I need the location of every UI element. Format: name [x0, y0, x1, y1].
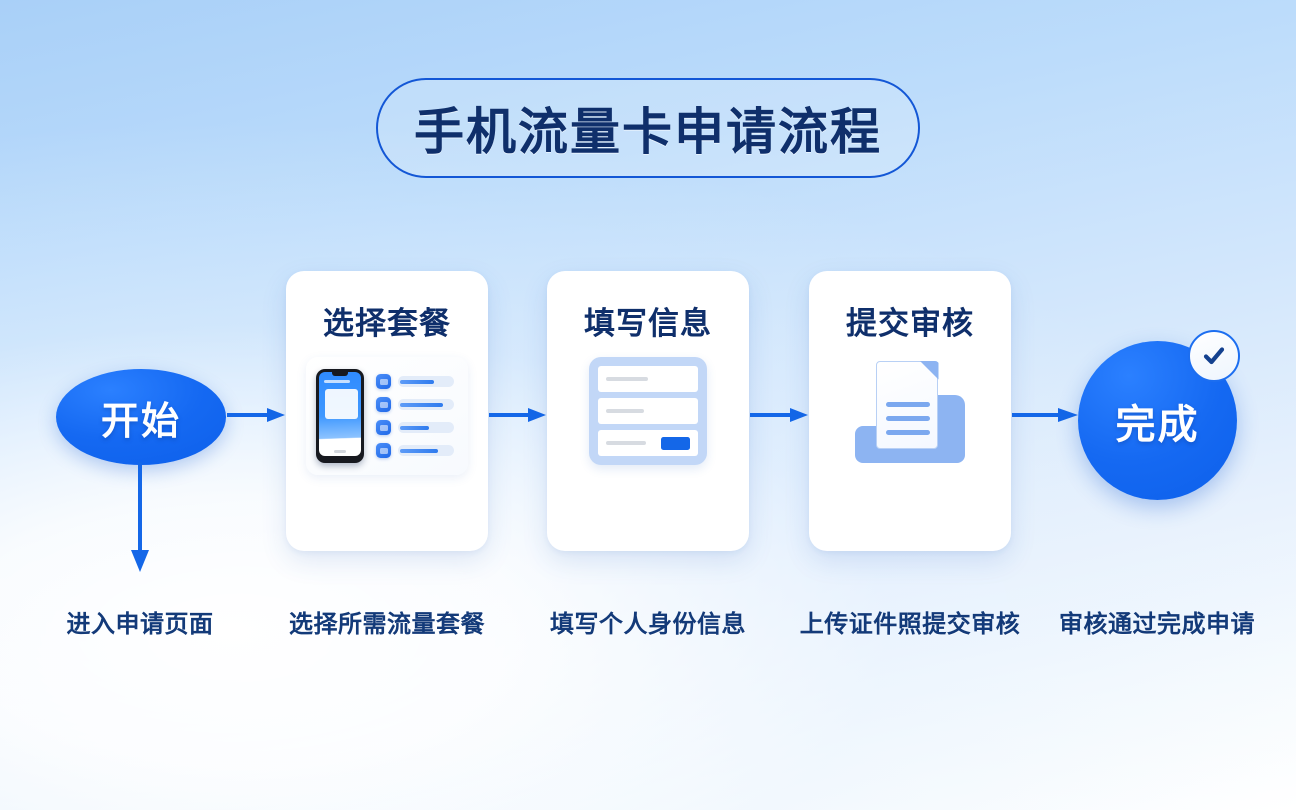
arrow-start-to-step1	[227, 408, 285, 422]
form-placeholder-bar	[606, 441, 646, 445]
document-text-line	[886, 402, 930, 407]
page-title-pill: 手机流量卡申请流程	[376, 78, 920, 178]
plan-option-icon	[376, 420, 391, 435]
arrow-step3-to-finish	[1012, 408, 1078, 422]
form-field-row	[598, 366, 698, 392]
check-circle-icon	[1188, 330, 1240, 382]
form-field-row	[598, 430, 698, 456]
page-title: 手机流量卡申请流程	[414, 104, 882, 160]
phone-content-card	[325, 389, 358, 419]
phone-home-indicator	[334, 450, 346, 453]
step-card-illustration	[589, 357, 707, 465]
plan-option-bar-fill	[400, 402, 443, 407]
caption-finish: 审核通过完成申请	[1059, 611, 1255, 638]
arrow-step2-to-step3	[750, 408, 808, 422]
plan-option-bar-track	[398, 445, 454, 456]
step-card-submit-review[interactable]: 提交审核	[809, 271, 1011, 551]
arrow-start-to-caption	[131, 462, 149, 572]
plan-option-bar-track	[398, 422, 454, 433]
phone-device-icon	[316, 369, 364, 463]
plan-option-bar-fill	[400, 448, 438, 453]
phone-plan-picker-icon	[306, 357, 468, 475]
form-fields-icon	[589, 357, 707, 465]
form-submit-button[interactable]	[661, 436, 690, 450]
document-text-line	[886, 430, 930, 435]
list-item[interactable]	[376, 397, 458, 412]
step-card-illustration	[849, 357, 971, 469]
list-item[interactable]	[376, 420, 458, 435]
finish-node-label: 完成	[1115, 402, 1200, 447]
phone-notch	[332, 372, 348, 376]
plan-option-bar-fill	[400, 379, 434, 384]
document-front-page	[876, 360, 939, 449]
form-field-row	[598, 398, 698, 424]
plan-option-bar-fill	[400, 425, 429, 430]
plan-option-bar-track	[398, 376, 454, 387]
form-placeholder-bar	[606, 377, 648, 381]
step-card-title: 填写信息	[584, 306, 712, 341]
plan-option-list	[376, 374, 458, 458]
phone-status-bar	[324, 380, 350, 383]
list-item[interactable]	[376, 443, 458, 458]
list-item[interactable]	[376, 374, 458, 389]
start-node[interactable]: 开始	[56, 369, 226, 465]
caption-step3: 上传证件照提交审核	[799, 611, 1021, 638]
step-card-illustration	[306, 357, 468, 475]
step-card-select-plan[interactable]: 选择套餐	[286, 271, 488, 551]
plan-option-icon	[376, 397, 391, 412]
step-card-title: 选择套餐	[323, 306, 451, 341]
plan-option-icon	[376, 443, 391, 458]
arrow-step1-to-step2	[489, 408, 546, 422]
caption-step2: 填写个人身份信息	[550, 611, 746, 638]
form-placeholder-bar	[606, 409, 644, 413]
document-upload-icon	[849, 357, 971, 469]
step-card-fill-info[interactable]: 填写信息	[547, 271, 749, 551]
start-node-label: 开始	[100, 400, 181, 443]
caption-start: 进入申请页面	[66, 611, 214, 638]
document-fold-corner	[919, 360, 939, 380]
caption-step1: 选择所需流量套餐	[289, 611, 485, 638]
finish-node[interactable]: 完成	[1078, 341, 1237, 500]
plan-option-icon	[376, 374, 391, 389]
document-text-line	[886, 416, 930, 421]
phone-screen	[319, 372, 361, 456]
step-card-title: 提交审核	[846, 306, 974, 341]
plan-option-bar-track	[398, 399, 454, 410]
